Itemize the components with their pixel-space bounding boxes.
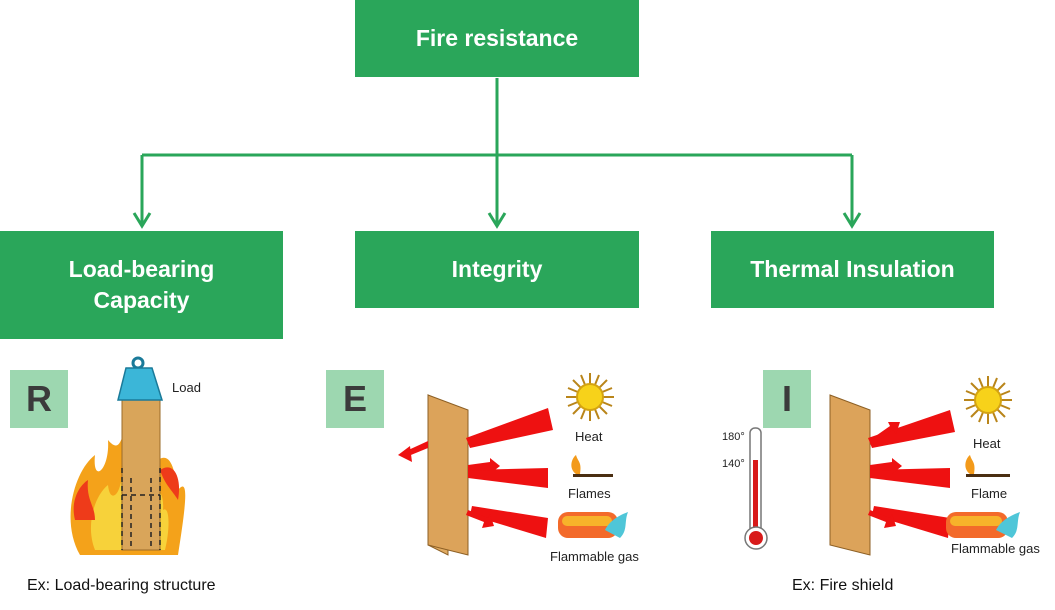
heat-label-i: Heat [973,436,1001,451]
flames-label-e: Flames [568,486,611,501]
heat-label-e: Heat [575,429,603,444]
match-flame-icon-i [965,455,1010,477]
box-load-bearing-line1: Load-bearing [68,256,215,282]
root-box-fire-resistance: Fire resistance [355,0,639,77]
box-integrity-label: Integrity [451,256,543,282]
root-label: Fire resistance [415,25,579,51]
flammable-gas-icon [558,512,628,538]
sun-icon-i [964,376,1012,424]
wooden-post [121,397,161,551]
flame-label-i: Flame [971,486,1008,501]
box-thermal-insulation-label: Thermal Insulation [750,256,955,282]
letter-e-tile: E [326,370,384,428]
match-flame-icon [571,455,613,477]
temp-high-label: 180° [722,431,745,443]
temp-low-label: 140° [722,458,745,470]
flammable-gas-label-e: Flammable gas [550,549,639,564]
box-integrity: Integrity [355,231,639,308]
weight-icon [117,356,164,401]
sun-icon [566,373,614,421]
caption-fire-shield: Ex: Fire shield [792,577,894,594]
load-label: Load [172,380,201,395]
thermometer-icon [744,427,768,550]
letter-i-tile: I [763,370,811,428]
flammable-gas-icon-i [946,512,1020,538]
caption-load-bearing-structure: Ex: Load-bearing structure [27,577,216,594]
flammable-gas-label-i: Flammable gas [951,541,1040,556]
box-thermal-insulation: Thermal Insulation [711,231,994,308]
box-load-bearing-capacity: Load-bearing Capacity [0,231,283,339]
box-load-bearing-line2: Capacity [93,287,190,313]
letter-r-tile: R [10,370,68,428]
wall-panel-i [829,394,871,556]
